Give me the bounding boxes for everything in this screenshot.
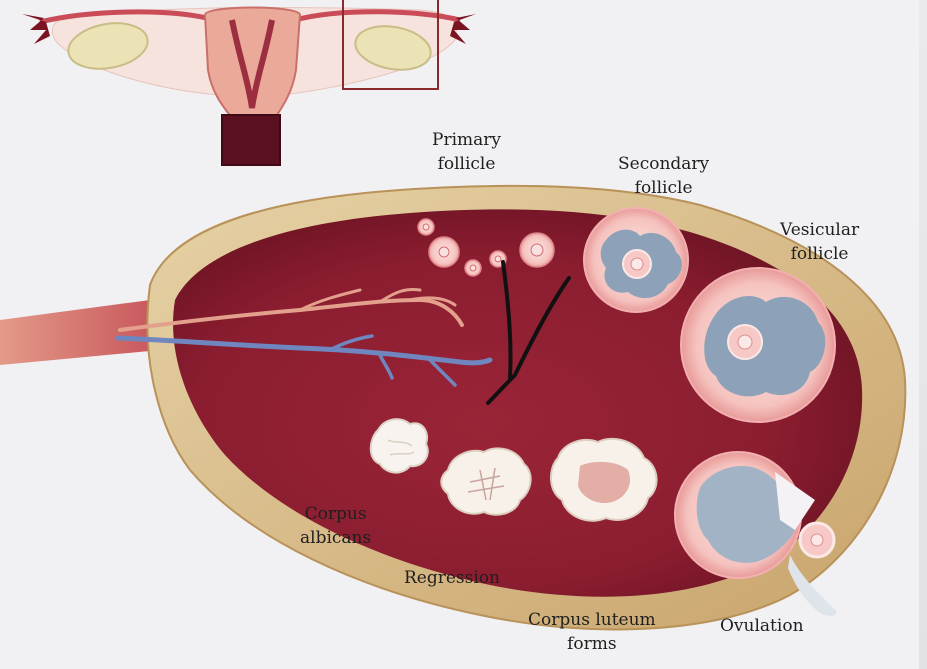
- label-ovulation: Ovulation: [720, 616, 804, 636]
- cervix: [221, 114, 281, 166]
- ovary-left-small: [67, 22, 149, 70]
- uterus-illustration: [22, 0, 476, 166]
- primary-follicle: [428, 236, 460, 268]
- fallopian-tube-right: [294, 9, 461, 23]
- label-secondary-follicle: Secondary follicle: [618, 154, 710, 198]
- label-regression: Regression: [404, 568, 500, 588]
- ovulating-follicle: [674, 451, 837, 616]
- fimbriae-right: [450, 14, 476, 44]
- uterus-body: [203, 6, 302, 119]
- primary-follicle: [464, 259, 482, 277]
- primary-follicle: [489, 250, 507, 268]
- fimbriae-left: [22, 14, 50, 44]
- corpus-luteum: [550, 437, 658, 522]
- hand-drawn-mark: [486, 260, 571, 405]
- label-corpus-albicans: Corpus albicans: [300, 504, 372, 548]
- ovary-right-small: [354, 25, 432, 71]
- primary-follicles: [417, 218, 555, 277]
- right-edge-strip: [919, 0, 927, 669]
- vein: [115, 335, 493, 366]
- label-corpus-luteum: Corpus luteum forms: [528, 610, 656, 654]
- primary-follicle: [519, 232, 555, 268]
- ovary-cross-section: [0, 184, 907, 631]
- uterine-cavity: [229, 19, 275, 109]
- vein-branch: [328, 334, 457, 387]
- secondary-follicle: [583, 207, 689, 313]
- vesicular-follicle: [680, 267, 836, 423]
- ruptured-antrum: [696, 466, 800, 563]
- blood-vessels: [115, 288, 493, 387]
- inset-box: [342, 0, 439, 90]
- label-primary-follicle: Primary follicle: [432, 130, 501, 174]
- ovarian-ligament: [0, 300, 160, 365]
- fallopian-tube-left: [39, 9, 216, 25]
- artery-branch: [298, 288, 457, 312]
- regressing-corpus-luteum: [440, 447, 532, 516]
- rupture-opening: [775, 472, 815, 530]
- corpus-albicans-body: [369, 418, 429, 474]
- antrum: [704, 296, 826, 397]
- label-vesicular-follicle: Vesicular follicle: [780, 220, 860, 264]
- ovulation-fluid: [788, 555, 837, 616]
- artery: [118, 297, 464, 332]
- primary-follicle: [417, 218, 435, 236]
